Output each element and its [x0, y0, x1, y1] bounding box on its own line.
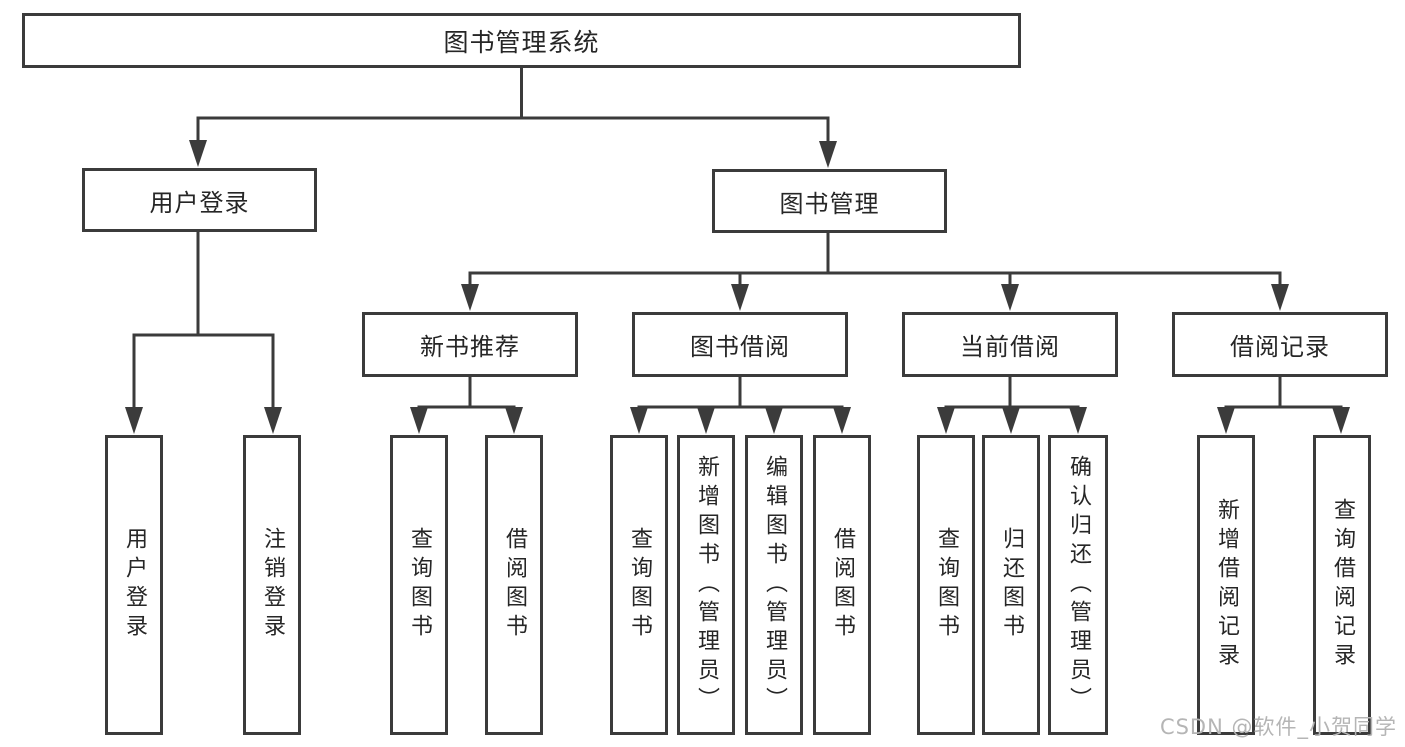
leaf-add-borrow-record-label: 新增借阅记录	[1214, 498, 1239, 672]
leaf-query-borrow-record: 查询借阅记录	[1313, 435, 1371, 735]
leaf-user-login: 用户登录	[105, 435, 163, 735]
leaf-confirm-return-admin-label: 确认归还（管理员）	[1066, 454, 1091, 716]
leaf-borrow-books-recommend: 借阅图书	[485, 435, 543, 735]
leaf-logout-label: 注销登录	[260, 527, 285, 643]
leaf-borrow-books: 借阅图书	[813, 435, 871, 735]
csdn-watermark: CSDN @软件_小贺同学	[1159, 715, 1397, 739]
leaf-query-borrow-record-label: 查询借阅记录	[1330, 498, 1355, 672]
leaf-return-books-label: 归还图书	[999, 527, 1024, 643]
leaf-add-books-admin-label: 新增图书（管理员）	[694, 454, 719, 716]
node-borrow-records: 借阅记录	[1172, 312, 1388, 377]
leaf-return-books: 归还图书	[982, 435, 1040, 735]
leaf-add-books-admin: 新增图书（管理员）	[677, 435, 735, 735]
leaf-logout: 注销登录	[243, 435, 301, 735]
leaf-query-books-current: 查询图书	[917, 435, 975, 735]
leaf-query-books-current-label: 查询图书	[934, 527, 959, 643]
leaf-query-books-recommend-label: 查询图书	[407, 527, 432, 643]
leaf-borrow-books-label: 借阅图书	[830, 527, 855, 643]
leaf-user-login-label: 用户登录	[122, 527, 147, 643]
leaf-edit-books-admin: 编辑图书（管理员）	[745, 435, 803, 735]
leaf-query-books-borrow: 查询图书	[610, 435, 668, 735]
leaf-borrow-books-recommend-label: 借阅图书	[502, 527, 527, 643]
node-user-login: 用户登录	[82, 168, 317, 232]
leaf-confirm-return-admin: 确认归还（管理员）	[1048, 435, 1108, 735]
node-root-library-system: 图书管理系统	[22, 13, 1021, 68]
node-current-borrow: 当前借阅	[902, 312, 1118, 377]
leaf-add-borrow-record: 新增借阅记录	[1197, 435, 1255, 735]
leaf-query-books-borrow-label: 查询图书	[627, 527, 652, 643]
leaf-edit-books-admin-label: 编辑图书（管理员）	[762, 454, 787, 716]
node-new-book-recommend: 新书推荐	[362, 312, 578, 377]
node-book-management: 图书管理	[712, 169, 947, 233]
leaf-query-books-recommend: 查询图书	[390, 435, 448, 735]
node-book-borrow: 图书借阅	[632, 312, 848, 377]
